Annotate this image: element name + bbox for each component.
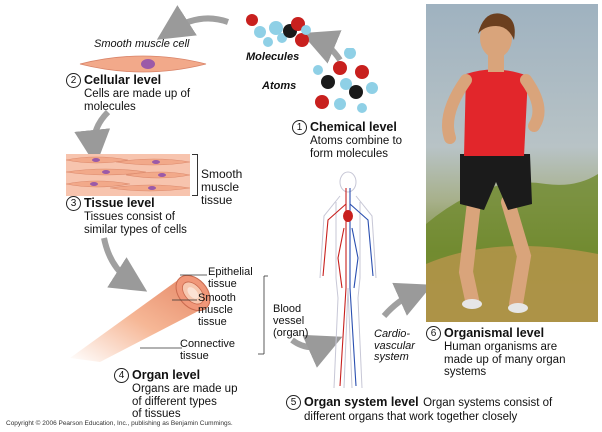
organ-system-desc: different organs that work together clos… bbox=[286, 411, 552, 424]
runner-photo bbox=[426, 4, 598, 322]
organ-desc-line-3: of tissues bbox=[132, 408, 237, 421]
blood-vessel-label: Blood vessel (organ) bbox=[273, 303, 308, 339]
step-number-4: 4 bbox=[114, 368, 129, 383]
cardiovascular-system-illustration bbox=[318, 168, 378, 393]
organ-level-title: Organ level bbox=[132, 368, 200, 382]
organ-system-desc-inline: Organ systems consist of bbox=[423, 397, 552, 409]
organ-system-level-title: Organ system level bbox=[304, 395, 419, 409]
organ-level-block: 4Organ level Organs are made up of diffe… bbox=[114, 368, 237, 421]
organ-desc-line-2: of different types bbox=[132, 396, 237, 409]
organismal-desc-line-2: made up of many organ bbox=[444, 354, 565, 367]
organismal-level-title: Organismal level bbox=[444, 326, 544, 340]
copyright-notice: Copyright © 2006 Pearson Education, Inc.… bbox=[6, 420, 233, 427]
organ-desc-line-1: Organs are made up bbox=[132, 383, 237, 396]
organismal-desc-line-1: Human organisms are bbox=[444, 341, 565, 354]
organ-smooth-muscle-label: Smooth muscle tissue bbox=[198, 292, 236, 328]
step-number-6: 6 bbox=[426, 326, 441, 341]
cardiovascular-system-label: Cardio- vascular system bbox=[374, 329, 415, 364]
connective-tissue-label: Connective tissue bbox=[180, 338, 235, 362]
epithelial-tissue-label: Epithelial tissue bbox=[208, 266, 253, 290]
organismal-level-block: 6Organismal level Human organisms are ma… bbox=[426, 326, 565, 379]
step-number-5: 5 bbox=[286, 395, 301, 410]
organismal-desc-line-3: systems bbox=[444, 366, 565, 379]
organ-system-level-block: 5Organ system level Organ systems consis… bbox=[286, 393, 552, 424]
